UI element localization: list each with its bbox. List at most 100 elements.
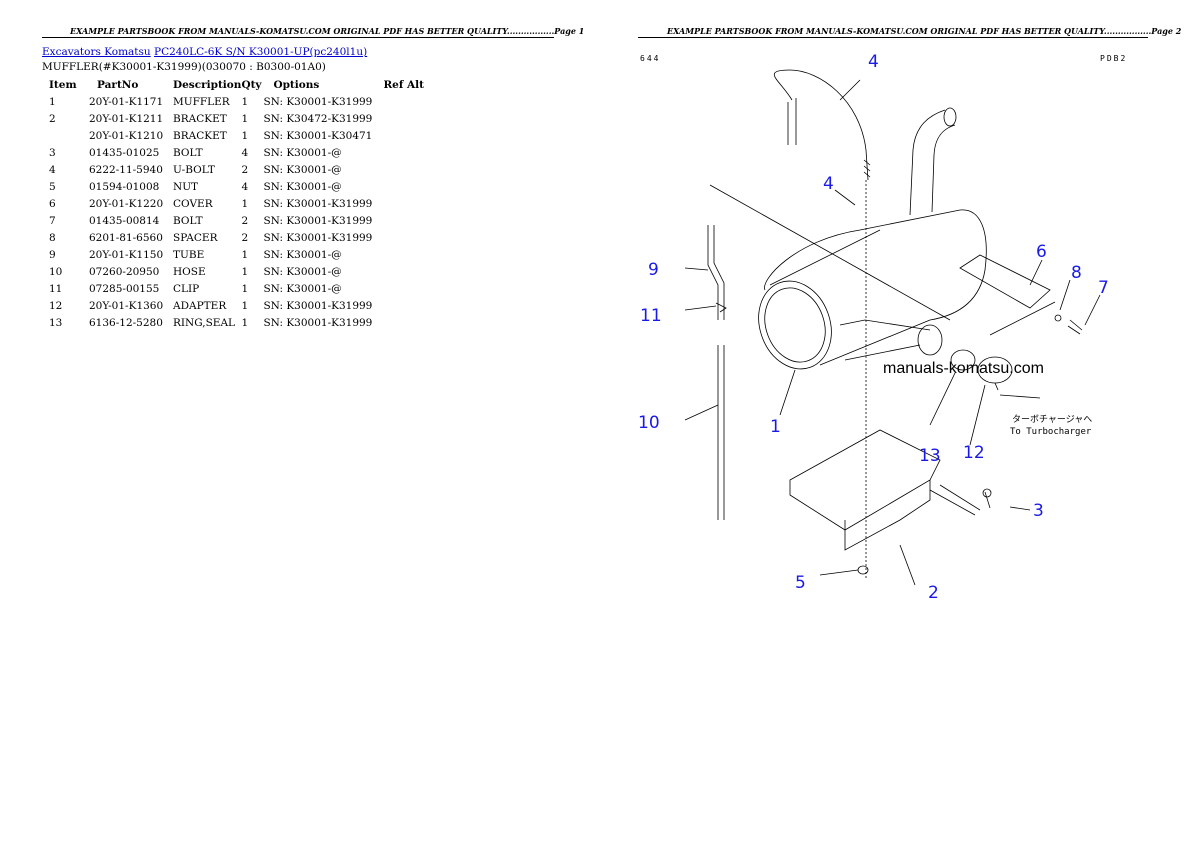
cell-item: 5 [49, 180, 56, 193]
cell-ref-alt [383, 297, 443, 314]
breadcrumb-link-excavators[interactable]: Excavators Komatsu [42, 46, 151, 58]
seal-ring-part-13 [950, 349, 976, 371]
cell-item: 13 [49, 316, 63, 329]
cell-options: SN: K30001-K31999 [263, 197, 373, 210]
cell-options: SN: K30001-K31999 [263, 214, 373, 227]
leader-line-diagonal [709, 184, 951, 321]
cell-ref-alt [383, 144, 443, 161]
u-bolt-upper-leg [787, 98, 797, 145]
cell-options: SN: K30001-@ [263, 248, 342, 261]
cell-qty: 2 [241, 163, 249, 176]
u-bolt-thread [863, 159, 871, 178]
cell-ref-alt [383, 195, 443, 212]
cell-item: 1 [49, 95, 56, 108]
callout-13: 13 [919, 446, 941, 466]
table-header-row: Item PartNo Description Qty Options Ref … [42, 77, 443, 93]
cell-partno: 6222-11-5940 [89, 163, 163, 176]
cover-rod [989, 301, 1056, 336]
callout-9: 9 [648, 260, 659, 280]
diagram-code-right: PDB2 [1100, 54, 1127, 63]
cell-partno: 07260-20950 [89, 265, 160, 278]
cell-ref-alt [383, 93, 443, 110]
cell-description: HOSE [173, 265, 206, 278]
assembly-title: MUFFLER(#K30001-K31999)(030070 : B0300-0… [42, 61, 326, 73]
cell-description: BRACKET [173, 129, 227, 142]
muffler-side-outlet [839, 319, 931, 361]
cell-description: BOLT [173, 146, 203, 159]
header-divider-1 [42, 37, 554, 38]
callout-7: 7 [1098, 278, 1109, 298]
cell-partno: 6201-81-6560 [89, 231, 163, 244]
cell-item: 10 [49, 265, 63, 278]
bracket-support [929, 484, 981, 516]
clip-part-11 [715, 302, 727, 313]
callout-8: 8 [1071, 263, 1082, 283]
callout-1: 1 [770, 417, 781, 437]
callout-leaders [684, 79, 1101, 586]
cell-qty: 1 [241, 197, 249, 210]
cell-description: TUBE [173, 248, 205, 261]
page-header-2: EXAMPLE PARTSBOOK FROM MANUALS-KOMATSU.C… [667, 26, 1182, 36]
nut-part-5 [857, 565, 869, 575]
cell-ref-alt [383, 246, 443, 263]
cell-options: SN: K30001-@ [263, 282, 342, 295]
cell-qty: 1 [241, 129, 249, 142]
callout-2: 2 [928, 583, 939, 603]
cell-item: 12 [49, 299, 63, 312]
watermark-text: manuals-komatsu.com [883, 360, 1044, 377]
muffler-inlet-end [758, 280, 832, 370]
muffler-inlet-inner [764, 287, 826, 363]
bolt-head-3 [982, 488, 992, 498]
cell-item: 3 [49, 146, 56, 159]
cell-item: 4 [49, 163, 56, 176]
cell-item: 6 [49, 197, 56, 210]
breadcrumb-link-model[interactable]: PC240LC-6K S/N K30001-UP(pc240l1u) [154, 46, 368, 58]
tailpipe-outlet [943, 107, 957, 127]
cell-item [42, 127, 89, 144]
cell-description: ADAPTER [173, 299, 227, 312]
muffler-outlet-flange [917, 324, 943, 356]
cell-options: SN: K30001-K31999 [263, 316, 373, 329]
cell-description: RING,SEAL [173, 316, 236, 329]
hose-part-10 [717, 345, 725, 520]
cell-options: SN: K30001-K30471 [263, 129, 373, 142]
column-header-item: Item [49, 79, 77, 91]
callout-5: 5 [795, 573, 806, 593]
cell-partno: 6136-12-5280 [89, 316, 163, 329]
cell-ref-alt [383, 127, 443, 144]
cell-partno: 20Y-01-K1220 [89, 197, 164, 210]
cell-qty: 1 [241, 282, 249, 295]
header-divider-2 [638, 37, 1148, 38]
cell-partno: 20Y-01-K1360 [89, 299, 164, 312]
cell-partno: 20Y-01-K1150 [89, 248, 164, 261]
cell-ref-alt [383, 280, 443, 297]
cell-partno: 20Y-01-K1211 [89, 112, 164, 125]
muffler-tailpipe [909, 109, 956, 216]
cover-part-6 [959, 254, 1051, 309]
cell-qty: 4 [241, 146, 249, 159]
cell-options: SN: K30001-@ [263, 180, 342, 193]
cell-description: BRACKET [173, 112, 227, 125]
cell-options: SN: K30001-@ [263, 146, 342, 159]
turbo-arrow [999, 394, 1041, 399]
breadcrumb: Excavators Komatsu PC240LC-6K S/N K30001… [42, 46, 367, 58]
bracket-leg [844, 480, 931, 551]
cell-qty: 1 [241, 95, 249, 108]
bolt-part-3 [984, 491, 991, 509]
cell-ref-alt [383, 110, 443, 127]
callout-12: 12 [963, 443, 985, 463]
page-header-1: EXAMPLE PARTSBOOK FROM MANUALS-KOMATSU.C… [70, 26, 585, 36]
cell-description: NUT [173, 180, 199, 193]
spacer-part-8 [1054, 314, 1062, 322]
cell-ref-alt [383, 178, 443, 195]
cell-options: SN: K30001-@ [263, 163, 342, 176]
cell-description: SPACER [173, 231, 218, 244]
cell-description: BOLT [173, 214, 203, 227]
cell-qty: 1 [241, 299, 249, 312]
